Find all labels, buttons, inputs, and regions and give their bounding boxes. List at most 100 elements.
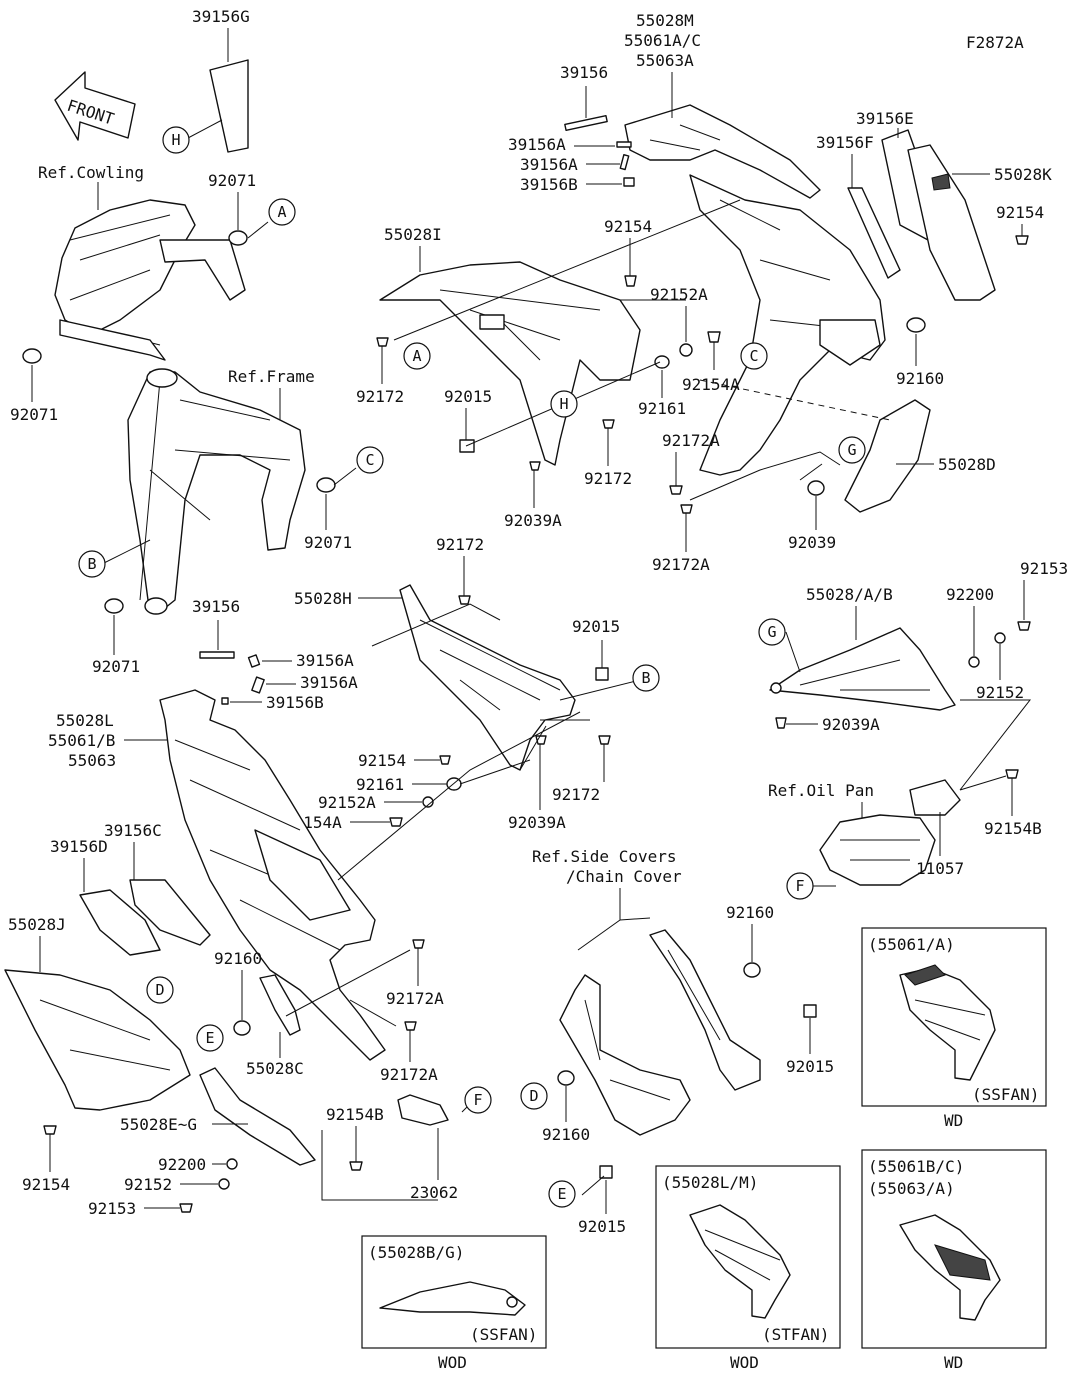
variant-box-55028lm: (55028L/M) (STFAN) WOD (655, 1165, 841, 1372)
label-55028k: 55028K (994, 165, 1052, 184)
callout-b-2: B (632, 664, 660, 692)
pad-39156d (79, 889, 161, 956)
variant-tag: (STFAN) (762, 1325, 829, 1344)
label-55028m: 55028M (636, 11, 694, 30)
label-92154b-r: 92154B (984, 819, 1042, 838)
label-39156a-4: 39156A (300, 673, 358, 692)
label-92015-mid: 92015 (572, 617, 620, 636)
grommet-92160 (743, 962, 761, 978)
label-92152-l: 92152 (124, 1175, 172, 1194)
upper-cowl-55028m (624, 104, 821, 199)
label-39156e: 39156E (856, 109, 914, 128)
label-92161-top: 92161 (638, 399, 686, 418)
label-92039a-top: 92039A (504, 511, 562, 530)
label-39156b-top: 39156B (520, 175, 578, 194)
svg-text:A: A (277, 203, 286, 221)
label-92160-sc1: 92160 (726, 903, 774, 922)
panel-55028d (844, 399, 931, 513)
ref-frame: Ref.Frame (228, 367, 315, 386)
label-92152-r: 92152 (976, 683, 1024, 702)
label-92154-bl: 92154 (22, 1175, 70, 1194)
label-92015-top: 92015 (444, 387, 492, 406)
svg-text:E: E (557, 1185, 566, 1203)
svg-text:D: D (155, 981, 164, 999)
label-92160-right: 92160 (896, 369, 944, 388)
label-92154-c: 92154 (358, 751, 406, 770)
panel-55028e-g (199, 1067, 316, 1166)
callout-h: H (162, 126, 190, 154)
label-92153-r: 92153 (1020, 559, 1067, 578)
variant-title: (55061/A) (868, 935, 955, 954)
svg-text:B: B (641, 669, 650, 687)
label-92154-tr: 92154 (996, 203, 1044, 222)
callout-e-2: E (548, 1180, 576, 1208)
side-cover (559, 974, 691, 1136)
svg-text:C: C (749, 347, 758, 365)
label-55028h: 55028H (294, 589, 352, 608)
label-92071-top: 92071 (208, 171, 256, 190)
label-92152a-top: 92152A (650, 285, 708, 304)
label-92039: 92039 (788, 533, 836, 552)
front-arrow-icon: FRONT (54, 71, 136, 141)
variant-tag: (SSFAN) (470, 1325, 537, 1344)
label-92172-c: 92172 (552, 785, 600, 804)
grommet-92160 (233, 1020, 251, 1036)
svg-text:F: F (473, 1091, 482, 1109)
callout-h-2: H (550, 390, 578, 418)
label-55028i: 55028I (384, 225, 442, 244)
svg-text:G: G (847, 441, 856, 459)
variant-caption: WD (944, 1111, 963, 1130)
grommet-92160 (906, 317, 926, 333)
svg-text:D: D (529, 1087, 538, 1105)
grommet-92071 (104, 598, 124, 614)
lower-cowl-55028j (4, 969, 191, 1111)
variant-title: (55028L/M) (662, 1173, 758, 1192)
callout-f: F (786, 872, 814, 900)
label-92172a-l1: 92172A (386, 989, 444, 1008)
label-92015-sc1: 92015 (786, 1057, 834, 1076)
variant-tag: (SSFAN) (972, 1085, 1039, 1104)
grommet-92071 (22, 348, 42, 364)
middle-cowl (689, 174, 886, 476)
label-92071-mid: 92071 (304, 533, 352, 552)
label-55061ac: 55061A/C (624, 31, 701, 50)
label-39156c: 39156C (104, 821, 162, 840)
variant-title: (55028B/G) (368, 1243, 464, 1262)
ref-oil-pan: Ref.Oil Pan (768, 781, 874, 800)
lower-cowl-55028ab (769, 627, 956, 711)
svg-text:C: C (365, 451, 374, 469)
variant-title2: (55063/A) (868, 1179, 955, 1198)
lower-inner-cowl-55028h (399, 584, 576, 771)
label-55028d: 55028D (938, 455, 996, 474)
label-39156f: 39156F (816, 133, 874, 152)
chain-cover (649, 929, 761, 1091)
label-39156g: 39156G (192, 7, 250, 26)
svg-text:F: F (795, 877, 804, 895)
label-39156b-left: 39156B (266, 693, 324, 712)
side-fairing-55028l (159, 689, 386, 1061)
variant-box-55061a: (55061/A) (SSFAN) WD (861, 927, 1047, 1130)
label-92152a-c: 92152A (318, 793, 376, 812)
label-55061b: 55061/B (48, 731, 115, 750)
callout-d-2: D (520, 1082, 548, 1110)
label-92160-sc2: 92160 (542, 1125, 590, 1144)
callout-d: D (146, 976, 174, 1004)
pad-39156g (209, 59, 249, 153)
grommet-92160 (557, 1070, 575, 1086)
svg-text:B: B (87, 555, 96, 573)
callout-b: B (78, 550, 106, 578)
callout-f-2: F (464, 1086, 492, 1114)
label-92154a-top: 92154A (682, 375, 740, 394)
strip-39156 (199, 651, 235, 659)
label-92160-l: 92160 (214, 949, 262, 968)
svg-text:H: H (559, 395, 568, 413)
callout-g-2: G (758, 618, 786, 646)
callout-c: C (356, 446, 384, 474)
label-92071-bot: 92071 (92, 657, 140, 676)
svg-text:E: E (205, 1029, 214, 1047)
inner-cowl-55028i (379, 261, 641, 466)
callout-a-2: A (403, 342, 431, 370)
label-39156a-1: 39156A (508, 135, 566, 154)
label-92172-mid: 92172 (436, 535, 484, 554)
